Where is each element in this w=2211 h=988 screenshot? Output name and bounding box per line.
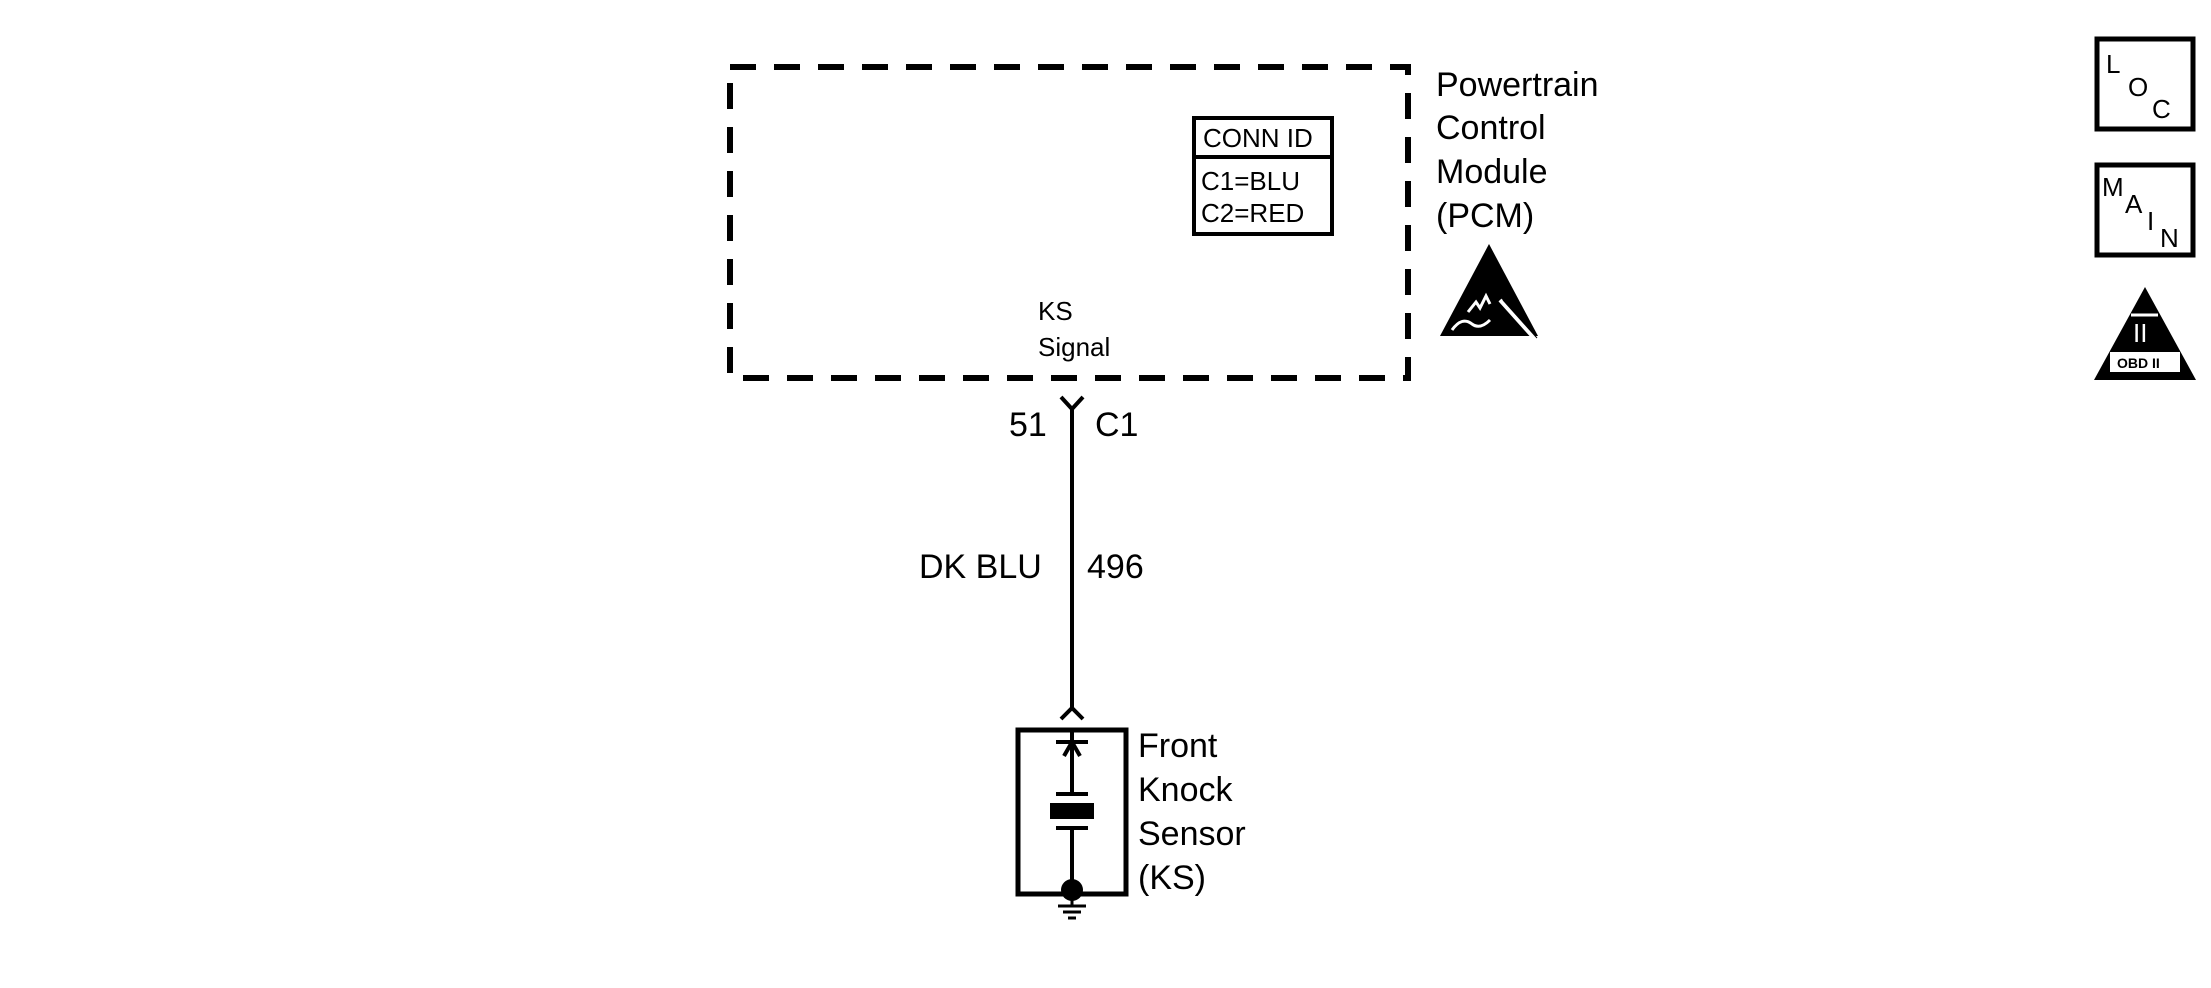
conn-id-frame	[1192, 116, 1334, 236]
pcm-pin-label-line: KS	[1038, 296, 1073, 326]
knock-sensor-symbol-icon	[1050, 730, 1094, 880]
pcm-module: CONN ID C1=BLU C2=RED KS Signal Powertra…	[727, 64, 1608, 381]
sensor-name-line: (KS)	[1138, 859, 1206, 897]
wire-color: DK BLU	[919, 548, 1042, 586]
loc-icon-letter: C	[2152, 94, 2171, 124]
pcm-name-line: Control	[1436, 109, 1546, 147]
connector-id: C1	[1095, 406, 1138, 444]
pcm-pin-label: KS Signal	[1038, 296, 1110, 362]
esd-sensitive-icon	[1440, 244, 1538, 340]
knock-sensor: Front Knock Sensor (KS)	[1015, 705, 1255, 920]
conn-id-table: CONN ID C1=BLU C2=RED	[1192, 116, 1334, 236]
circuit-number: 496	[1087, 548, 1144, 586]
ground-icon	[1058, 879, 1086, 920]
sensor-connector-symbol	[1059, 705, 1085, 721]
main-icon-frame	[2094, 162, 2196, 258]
conn-id-row: C1=BLU	[1201, 166, 1300, 196]
sensor-name: Front Knock Sensor (KS)	[1138, 727, 1255, 897]
pcm-pin-label-line: Signal	[1038, 332, 1110, 362]
pcm-boundary	[727, 64, 1411, 381]
obd-ii-label: OBD II	[2117, 355, 2160, 371]
sensor-name-line: Front	[1138, 727, 1218, 765]
main-button[interactable]: M A I N	[2094, 162, 2196, 258]
obd-ii-button[interactable]: II OBD II	[2094, 287, 2196, 380]
loc-icon-frame	[2094, 36, 2196, 132]
obd-ii-mark: II	[2133, 318, 2147, 348]
pcm-name-line: (PCM)	[1436, 197, 1534, 235]
pcm-name-line: Module	[1436, 153, 1548, 191]
pcm-name: Powertrain Control Module (PCM)	[1436, 66, 1608, 235]
main-icon-letter: M	[2102, 172, 2124, 202]
main-icon-letter: N	[2160, 223, 2179, 253]
conn-id-header: CONN ID	[1203, 123, 1313, 153]
main-icon-letter: I	[2147, 206, 2154, 236]
circuit-wire: DK BLU 496	[919, 406, 1144, 710]
obd-ii-label-frame	[2110, 352, 2180, 372]
conn-id-row: C2=RED	[1201, 198, 1304, 228]
pcm-name-line: Powertrain	[1436, 66, 1599, 104]
connector-pin-number: 51	[1009, 406, 1047, 444]
loc-icon-letter: O	[2128, 72, 2148, 102]
sensor-name-line: Knock	[1138, 771, 1233, 809]
main-icon-letter: A	[2125, 189, 2143, 219]
loc-button[interactable]: L O C	[2094, 36, 2196, 132]
pcm-connector: 51 C1	[1009, 395, 1138, 444]
sensor-name-line: Sensor	[1138, 815, 1246, 853]
loc-icon-letter: L	[2106, 49, 2120, 79]
